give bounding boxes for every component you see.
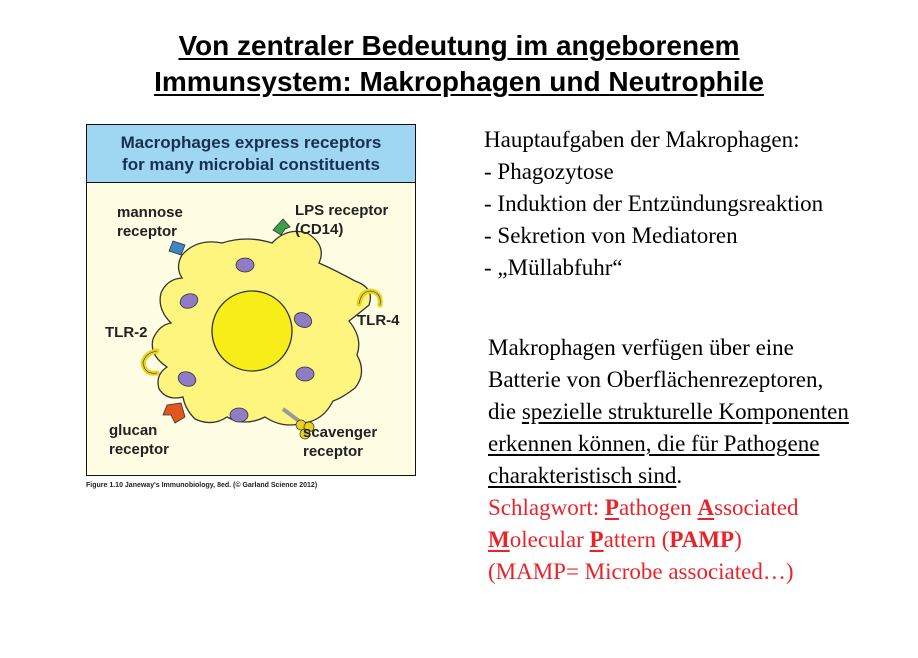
granule bbox=[235, 257, 255, 273]
mamp-line: (MAMP= Microbe associated…) bbox=[488, 559, 794, 584]
granule bbox=[179, 293, 199, 309]
keyword-abbreviation: PAMP bbox=[669, 527, 735, 552]
slide-title: Von zentraler Bedeutung im angeborenem I… bbox=[0, 28, 918, 100]
mannose-label-line-1: mannose bbox=[117, 204, 183, 221]
keyword-letter: P bbox=[589, 527, 604, 552]
underlined-phrase: spezielle strukturelle Komponenten bbox=[521, 399, 849, 424]
glucan-label-line-2: receptor bbox=[109, 441, 170, 458]
scavenger-receptor-label: scavenger receptor bbox=[303, 423, 377, 461]
keyword-text: attern ( bbox=[603, 527, 670, 552]
title-line-1: Von zentraler Bedeutung im angeborenem bbox=[178, 30, 740, 61]
figure-caption: Figure 1.10 Janeway's Immunobiology, 8ed… bbox=[86, 482, 318, 489]
glucan-receptor-icon bbox=[162, 402, 186, 424]
keyword-text: olecular bbox=[509, 527, 590, 552]
description-block: Makrophagen verfügen über eine Batterie … bbox=[488, 332, 849, 588]
scavenger-bead bbox=[299, 428, 311, 440]
keyword-letter: A bbox=[697, 495, 715, 520]
description-text: die bbox=[488, 399, 522, 424]
keyword-letter: P bbox=[604, 495, 619, 520]
tlr4-label: TLR-4 bbox=[357, 312, 400, 329]
tlr2-label: TLR-2 bbox=[105, 324, 148, 341]
task-item: - Induktion der Entzündungsreaktion bbox=[484, 191, 824, 216]
description-line: Makrophagen verfügen über eine bbox=[488, 335, 794, 360]
figure-header: Macrophages express receptors for many m… bbox=[87, 125, 415, 183]
lps-receptor-label: LPS receptor (CD14) bbox=[295, 201, 388, 239]
macrophage-illustration bbox=[140, 218, 383, 440]
glucan-label-line-1: glucan bbox=[109, 422, 158, 439]
nucleus bbox=[211, 290, 293, 372]
task-item: - Sekretion von Mediatoren bbox=[484, 223, 738, 248]
scavenger-label-line-1: scavenger bbox=[303, 424, 378, 441]
tlr2-outline bbox=[142, 350, 158, 374]
keyword-text: athogen bbox=[618, 495, 698, 520]
task-item: - „Müllabfuhr“ bbox=[484, 255, 623, 280]
keyword-line: Schlagwort: Pathogen Associated bbox=[488, 492, 849, 524]
scavenger-label-line-2: receptor bbox=[303, 443, 364, 460]
keyword-letter: M bbox=[488, 527, 510, 552]
granule bbox=[177, 371, 197, 387]
keyword-text: ) bbox=[734, 527, 742, 552]
description-text: . bbox=[676, 463, 683, 488]
lps-label-line-1: LPS receptor bbox=[295, 202, 389, 219]
lps-label-line-2: (CD14) bbox=[295, 221, 344, 238]
task-item: - Phagozytose bbox=[484, 159, 614, 184]
title-line-2: Immunsystem: Makrophagen und Neutrophile bbox=[154, 66, 764, 97]
figure-header-line-2: for many microbial constituents bbox=[122, 155, 380, 174]
keyword-text: ssociated bbox=[714, 495, 799, 520]
description-line: Batterie von Oberflächenrezeptoren, bbox=[488, 367, 824, 392]
scavenger-receptor-stalk bbox=[281, 407, 301, 423]
granule bbox=[295, 366, 315, 382]
description-line: die spezielle strukturelle Komponenten bbox=[488, 396, 849, 428]
mannose-receptor-label: mannose receptor bbox=[117, 203, 183, 241]
keyword-prefix: Schlagwort: bbox=[488, 495, 605, 520]
keyword-line: Molecular Pattern (PAMP) bbox=[488, 524, 849, 556]
lps-receptor-icon bbox=[272, 218, 291, 236]
description-line: charakteristisch sind. bbox=[488, 460, 849, 492]
mannose-label-line-2: receptor bbox=[117, 223, 178, 240]
glucan-receptor-label: glucan receptor bbox=[109, 421, 169, 459]
tasks-heading: Hauptaufgaben der Makrophagen: bbox=[484, 127, 800, 152]
granule bbox=[293, 312, 313, 328]
mannose-receptor-icon bbox=[168, 240, 186, 256]
underlined-phrase: charakteristisch sind bbox=[488, 463, 677, 488]
figure-header-line-1: Macrophages express receptors bbox=[120, 133, 382, 152]
granule bbox=[229, 407, 249, 423]
description-line-underlined: erkennen können, die für Pathogene bbox=[488, 431, 820, 456]
macrophage-figure: Macrophages express receptors for many m… bbox=[86, 124, 416, 476]
tlr4-outline bbox=[358, 290, 381, 306]
tasks-list: Hauptaufgaben der Makrophagen: - Phagozy… bbox=[484, 124, 823, 284]
